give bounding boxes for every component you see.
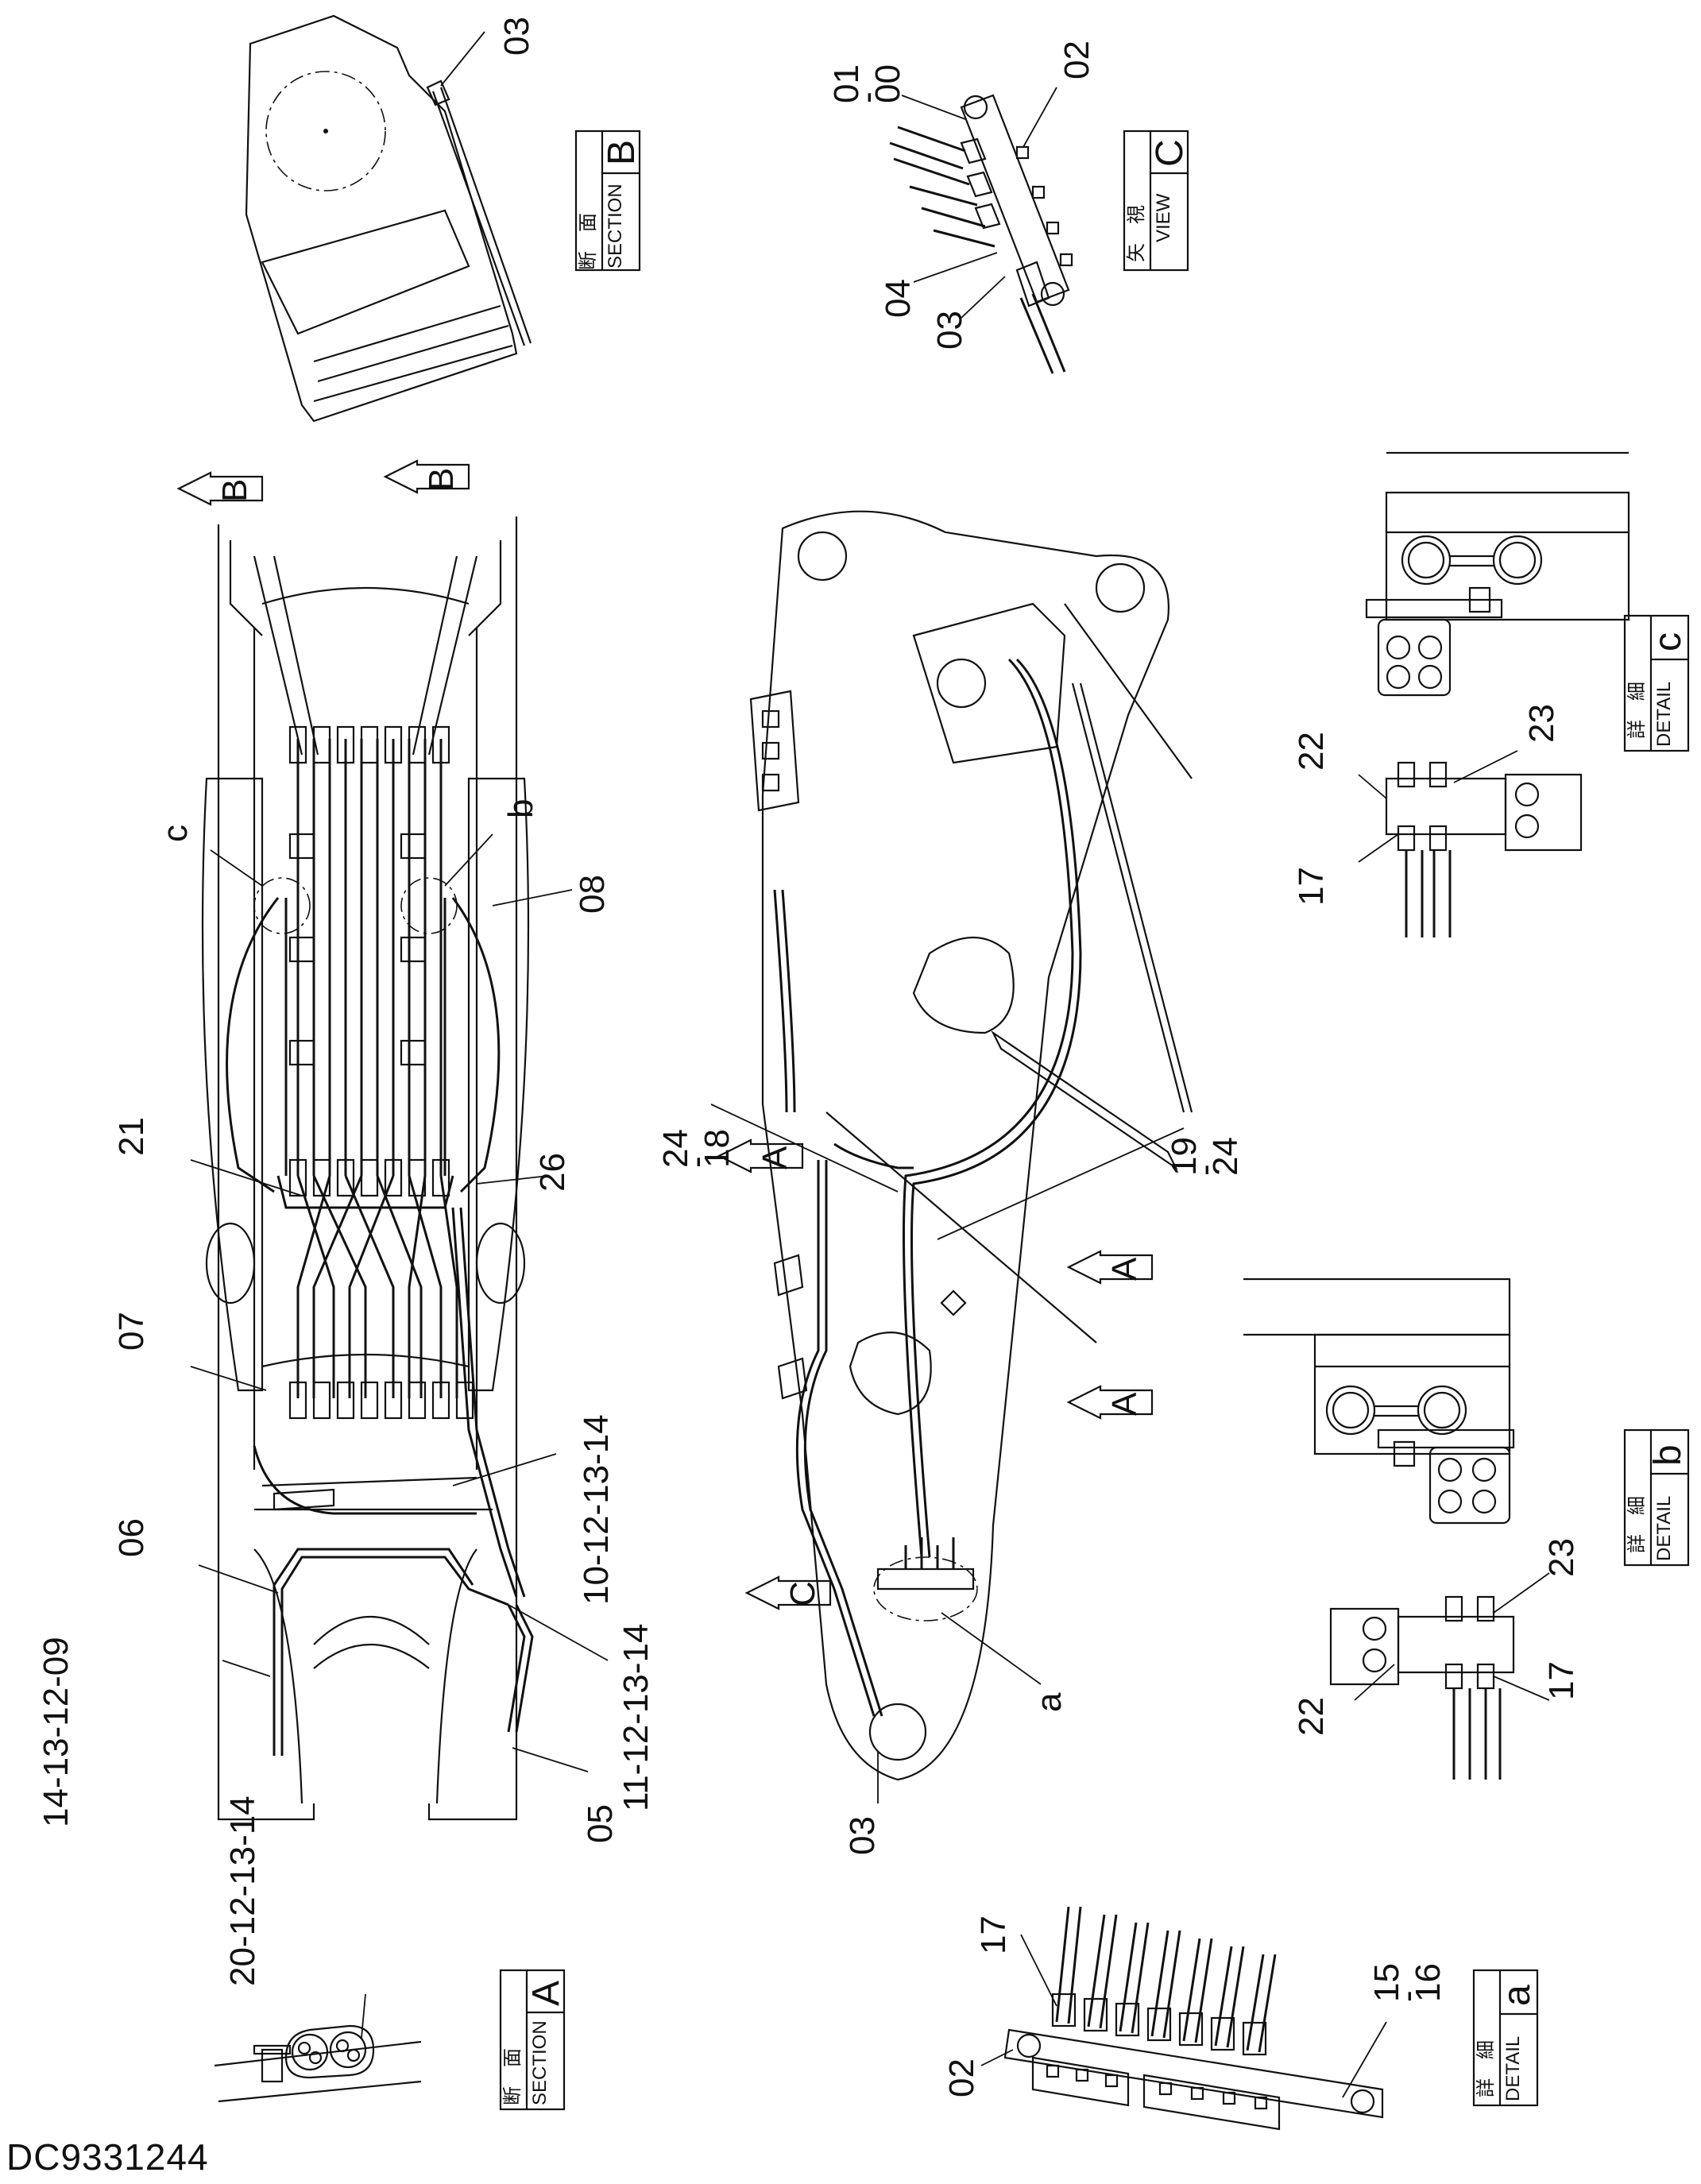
svg-text:A: A [756,1146,794,1169]
label-23-detail-b: 23 [1542,1538,1581,1577]
svg-text:B: B [215,479,254,502]
label-17-detail-c: 17 [1292,867,1331,906]
label-03-arm: 03 [843,1816,882,1855]
section-a-letter: A [525,1981,567,2006]
view-c-letter: C [1149,139,1191,167]
detail-a-en: DETAIL [1502,2036,1524,2101]
label-22-detail-b: 22 [1292,1697,1331,1736]
detail-a-label-box: 詳 細 DETAIL a [1472,1969,1539,2107]
section-b-label-box: 断 面 SECTION B [574,129,643,272]
label-01-00: 01-00 [827,64,907,103]
view-arrow-c1: C [744,1575,832,1610]
document-number: DC9331244 [6,2136,209,2178]
label-05: 05 [581,1804,620,1843]
svg-text:A: A [1105,1392,1144,1416]
boom-plan-view [190,516,609,1821]
detail-c-letter: c [1647,632,1689,651]
view-arrow-a1: A [717,1138,804,1173]
label-20-12-13-14: 20-12-13-14 [223,1796,262,1986]
detail-b-letter: b [1647,1444,1689,1466]
section-a-en: SECTION [529,2020,551,2105]
detail-a-letter: a [1496,1985,1538,2006]
detail-c-view [1365,451,1630,697]
section-b-jp: 断 面 [578,213,599,270]
detail-b-label-box: 詳 細 DETAIL b [1623,1428,1690,1567]
label-07: 07 [112,1312,151,1351]
detail-b-en: DETAIL [1653,1496,1675,1561]
detail-b-bracket [1329,1572,1550,1780]
label-14-13-12-09: 14-13-12-09 [37,1637,75,1827]
label-02-view-c: 02 [1057,41,1096,79]
section-a-label-box: 断 面 SECTION A [499,1969,567,2111]
detail-b-view [1243,1278,1515,1525]
label-10-12-13-14: 10-12-13-14 [577,1414,616,1605]
label-03-view-c: 03 [930,311,969,350]
view-arrow-b2: B [383,459,470,494]
view-c-label-box: 矢 視 VIEW C [1123,129,1191,272]
section-b-letter: B [601,140,643,165]
label-04-view-c: 04 [879,279,918,318]
label-24-18: 24-18 [656,1129,736,1168]
label-03-section-b: 03 [497,17,536,56]
fittings-row-bottom [288,1381,474,1420]
view-arrow-a3: A [1066,1385,1154,1420]
detail-a-hoses [1055,1906,1277,2053]
detail-a-view [980,1906,1387,2131]
svg-text:A: A [1105,1257,1144,1281]
view-c-jp: 矢 視 [1126,205,1147,262]
detail-c-jp: 詳 細 [1626,682,1648,739]
detail-c-label-box: 詳 細 DETAIL c [1623,614,1690,752]
arm-side-view [710,510,1193,1803]
section-a-view [214,1993,422,2103]
section-b-en: SECTION [605,184,626,269]
detail-circle-a [873,1556,978,1622]
label-06: 06 [112,1518,151,1557]
label-19-24: 19-24 [1165,1137,1245,1176]
fittings-row-middle [288,1158,450,1197]
hose-bundle [296,739,458,1398]
label-b: b [501,799,540,818]
label-21: 21 [112,1117,151,1156]
section-b-view [245,14,532,423]
label-c: c [156,825,195,842]
fittings-row-top [288,725,450,764]
view-c-en: VIEW [1153,193,1174,242]
label-17-detail-a: 17 [974,1915,1013,1954]
detail-circle-c [253,877,311,934]
label-11-12-13-14: 11-12-13-14 [617,1624,655,1811]
label-15-16: 15-16 [1367,1963,1448,2002]
view-arrow-b1: B [176,471,264,506]
svg-text:C: C [783,1581,822,1606]
detail-b-jp: 詳 細 [1626,1496,1648,1553]
detail-circle-b [400,877,458,934]
view-c [889,87,1073,374]
label-22-detail-c: 22 [1292,732,1331,771]
label-23-detail-c: 23 [1522,704,1561,743]
label-02-detail-a: 02 [942,2058,981,2097]
label-26: 26 [533,1153,572,1192]
detail-a-jp: 詳 細 [1475,2040,1497,2097]
detail-c-bracket [1358,750,1583,937]
section-a-jp: 断 面 [502,2048,524,2105]
view-arrow-a2: A [1066,1250,1154,1285]
label-a-arm: a [1030,1692,1069,1712]
label-17-detail-b: 17 [1542,1661,1581,1700]
label-08: 08 [573,875,612,914]
svg-text:B: B [422,468,461,491]
detail-c-en: DETAIL [1653,682,1675,747]
